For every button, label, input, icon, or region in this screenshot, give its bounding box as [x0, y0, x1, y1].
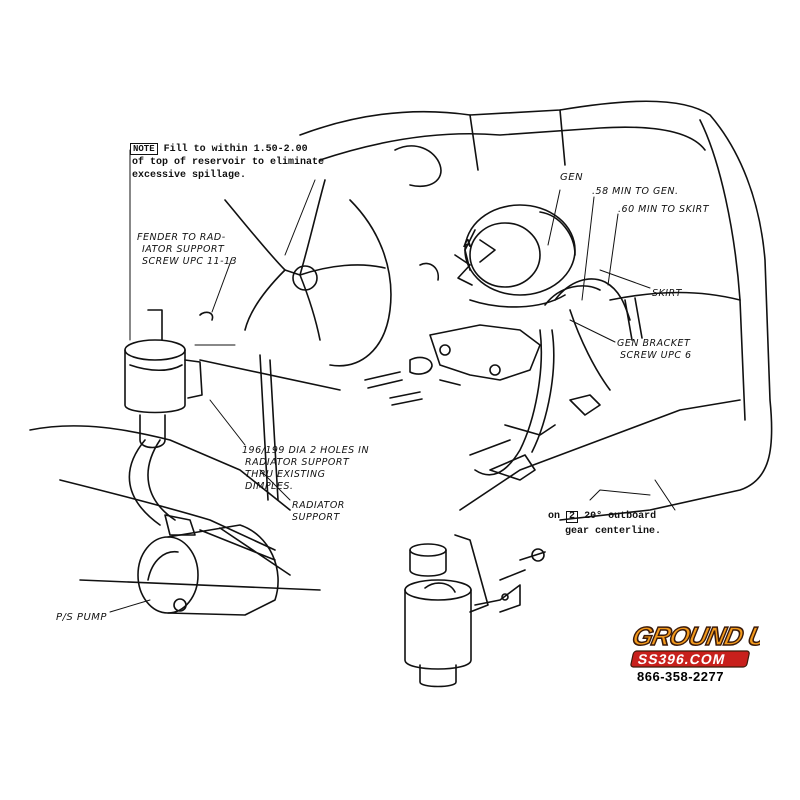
reservoir-detail	[404, 534, 546, 688]
radiator-support-label-line-2: SUPPORT	[292, 512, 340, 523]
callout-a: A	[463, 237, 473, 250]
gen-bracket-label-line-1: GEN BRACKET	[617, 338, 691, 349]
radiator-support	[29, 354, 341, 591]
radiator-support-label-line-1: RADIATOR	[292, 500, 345, 511]
pressure-hoses	[469, 278, 643, 481]
svg-text:SS396.COM: SS396.COM	[636, 651, 727, 667]
ground-up-logo: GROUND UP SS396.COM	[629, 621, 760, 668]
min-to-skirt-label: .60 MIN TO SKIRT	[618, 204, 710, 215]
note-line-1: Fill to within 1.50-2.00	[163, 144, 308, 155]
reservoir-hose	[128, 439, 196, 536]
fan-assembly	[224, 145, 442, 367]
leader-lines	[109, 149, 676, 613]
skirt-label: SKIRT	[652, 288, 682, 299]
reservoir-mounted	[124, 309, 214, 449]
holes-label-line-4: DIMPLES.	[245, 481, 294, 492]
note-tag: NOTE	[130, 143, 158, 155]
outboard-text: 20° outboard	[584, 511, 657, 522]
gen-bracket-label-line-2: SCREW UPC 6	[620, 350, 692, 361]
generator	[454, 204, 576, 308]
generator-bracket	[364, 324, 541, 406]
holes-label-line-3: THRU EXISTING	[245, 469, 326, 480]
fender-label-line-2: IATOR SUPPORT	[142, 244, 225, 255]
note-line-2: of top of reservoir to eliminate	[132, 157, 325, 168]
fender-label-line-3: SCREW UPC 11-13	[142, 256, 238, 267]
holes-label-line-1: 196/199 DIA 2 HOLES IN	[242, 445, 370, 456]
min-to-gen-label: .58 MIN TO GEN.	[592, 186, 679, 197]
outboard-prefix: on	[548, 511, 561, 522]
outboard-label-line-2: gear centerline.	[565, 526, 662, 537]
svg-text:GROUND UP: GROUND UP	[630, 621, 760, 651]
power-steering-pump	[137, 524, 291, 616]
note-callout: NOTE Fill to within 1.50-2.00	[130, 143, 308, 155]
outboard-label-line-1: on 2 20° outboard	[548, 511, 656, 523]
ps-pump-label: P/S PUMP	[56, 612, 107, 623]
fender-skirt-panel	[299, 100, 773, 521]
phone-number: 866-358-2277	[637, 669, 724, 684]
fender-label-line-1: FENDER TO RAD-	[137, 232, 226, 243]
outboard-ref-number: 2	[566, 511, 579, 523]
gen-label: GEN	[560, 172, 584, 183]
holes-label-line-2: RADIATOR SUPPORT	[245, 457, 350, 468]
note-line-3: excessive spillage.	[132, 170, 247, 181]
